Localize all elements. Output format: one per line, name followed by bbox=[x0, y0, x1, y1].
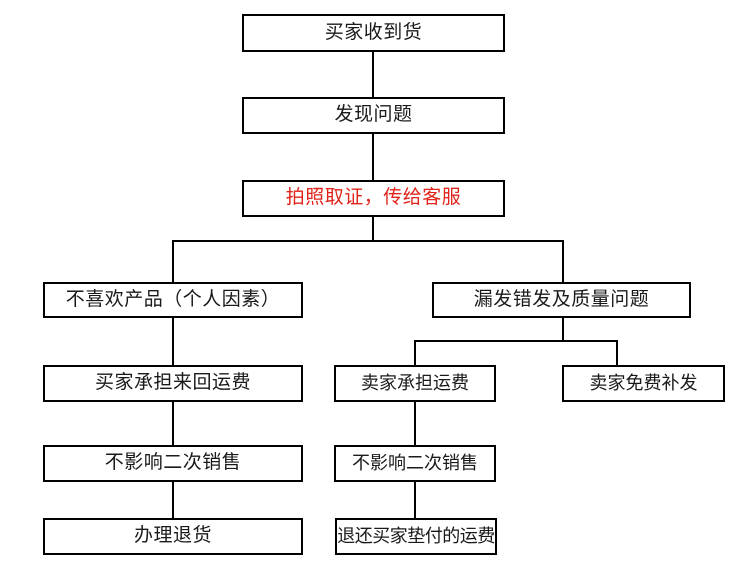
node-take-photo-send-to-support[interactable]: 拍照取证，传给客服 bbox=[242, 180, 505, 217]
node-label: 退还买家垫付的运费 bbox=[337, 525, 495, 546]
node-label: 不喜欢产品（个人因素） bbox=[65, 288, 281, 310]
connector-n4-to-n6 bbox=[172, 318, 174, 365]
connector-split-bar-level4 bbox=[414, 340, 618, 342]
node-label: 拍照取证，传给客服 bbox=[285, 187, 462, 209]
connector-split-to-n7 bbox=[414, 340, 416, 365]
node-missing-wrong-or-quality-issue[interactable]: 漏发错发及质量问题 bbox=[432, 282, 691, 318]
node-no-impact-on-resale-middle[interactable]: 不影响二次销售 bbox=[334, 445, 496, 482]
connector-n5-stem bbox=[562, 318, 564, 342]
connector-split-to-n8 bbox=[616, 340, 618, 365]
node-label: 卖家承担运费 bbox=[361, 372, 469, 393]
connector-n6-to-n9 bbox=[172, 402, 174, 445]
connector-n10-to-n12 bbox=[414, 482, 416, 518]
node-label: 办理退货 bbox=[133, 525, 212, 547]
connector-n7-to-n10 bbox=[414, 402, 416, 445]
node-buyer-pays-roundtrip-shipping[interactable]: 买家承担来回运费 bbox=[43, 365, 303, 402]
node-problem-found[interactable]: 发现问题 bbox=[242, 97, 505, 134]
node-label: 不影响二次销售 bbox=[104, 452, 242, 474]
node-seller-free-reshipment[interactable]: 卖家免费补发 bbox=[562, 365, 725, 402]
node-label: 买家收到货 bbox=[324, 21, 423, 43]
node-label: 卖家免费补发 bbox=[589, 372, 698, 393]
node-label: 买家承担来回运费 bbox=[94, 372, 251, 394]
connector-split-to-n4 bbox=[172, 240, 174, 282]
connector-n3-stem bbox=[372, 217, 374, 242]
node-dislike-product-personal-reason[interactable]: 不喜欢产品（个人因素） bbox=[43, 282, 303, 318]
connector-n9-to-n11 bbox=[172, 482, 174, 518]
node-no-impact-on-resale-left[interactable]: 不影响二次销售 bbox=[43, 445, 303, 482]
node-buyer-receives-goods[interactable]: 买家收到货 bbox=[242, 14, 505, 52]
connector-n1-to-n2 bbox=[372, 52, 374, 97]
node-process-return[interactable]: 办理退货 bbox=[43, 518, 303, 555]
node-label: 不影响二次销售 bbox=[352, 452, 478, 473]
node-label: 漏发错发及质量问题 bbox=[473, 288, 650, 310]
node-seller-pays-shipping[interactable]: 卖家承担运费 bbox=[334, 365, 496, 402]
connector-split-to-n5 bbox=[562, 240, 564, 282]
node-label: 发现问题 bbox=[334, 104, 413, 126]
connector-n2-to-n3 bbox=[372, 134, 374, 180]
node-refund-buyer-advanced-shipping[interactable]: 退还买家垫付的运费 bbox=[335, 518, 497, 555]
connector-split-bar-level3 bbox=[172, 240, 564, 242]
